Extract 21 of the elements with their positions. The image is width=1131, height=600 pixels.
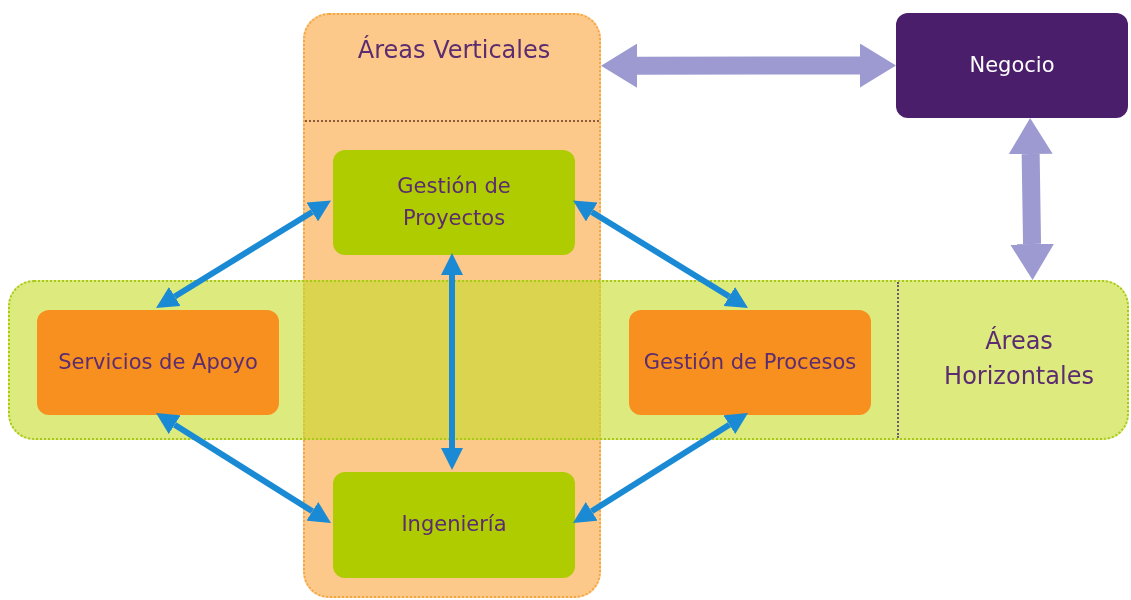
double-arrow bbox=[156, 200, 331, 308]
box-label: Gestión de Procesos bbox=[642, 348, 858, 376]
double-arrow bbox=[573, 413, 748, 523]
process-box bbox=[333, 150, 575, 255]
band-title: Áreas Horizontales bbox=[943, 325, 1095, 392]
horizontal-band bbox=[8, 280, 1129, 440]
box-label: Ingeniería bbox=[400, 511, 508, 539]
process-box bbox=[37, 310, 279, 415]
box-label: Negocio bbox=[968, 51, 1056, 79]
box-label: Gestión de Proyectos bbox=[396, 173, 512, 232]
double-arrow bbox=[1008, 118, 1055, 280]
double-arrow bbox=[573, 200, 748, 308]
process-box bbox=[333, 472, 575, 578]
double-arrow bbox=[156, 413, 331, 523]
process-box bbox=[896, 13, 1128, 118]
vertical-band bbox=[303, 13, 601, 598]
process-box bbox=[629, 310, 871, 415]
double-arrow bbox=[441, 253, 463, 470]
box-label: Servicios de Apoyo bbox=[57, 348, 259, 376]
double-arrow bbox=[601, 43, 896, 88]
band-title: Áreas Verticales bbox=[356, 34, 552, 66]
